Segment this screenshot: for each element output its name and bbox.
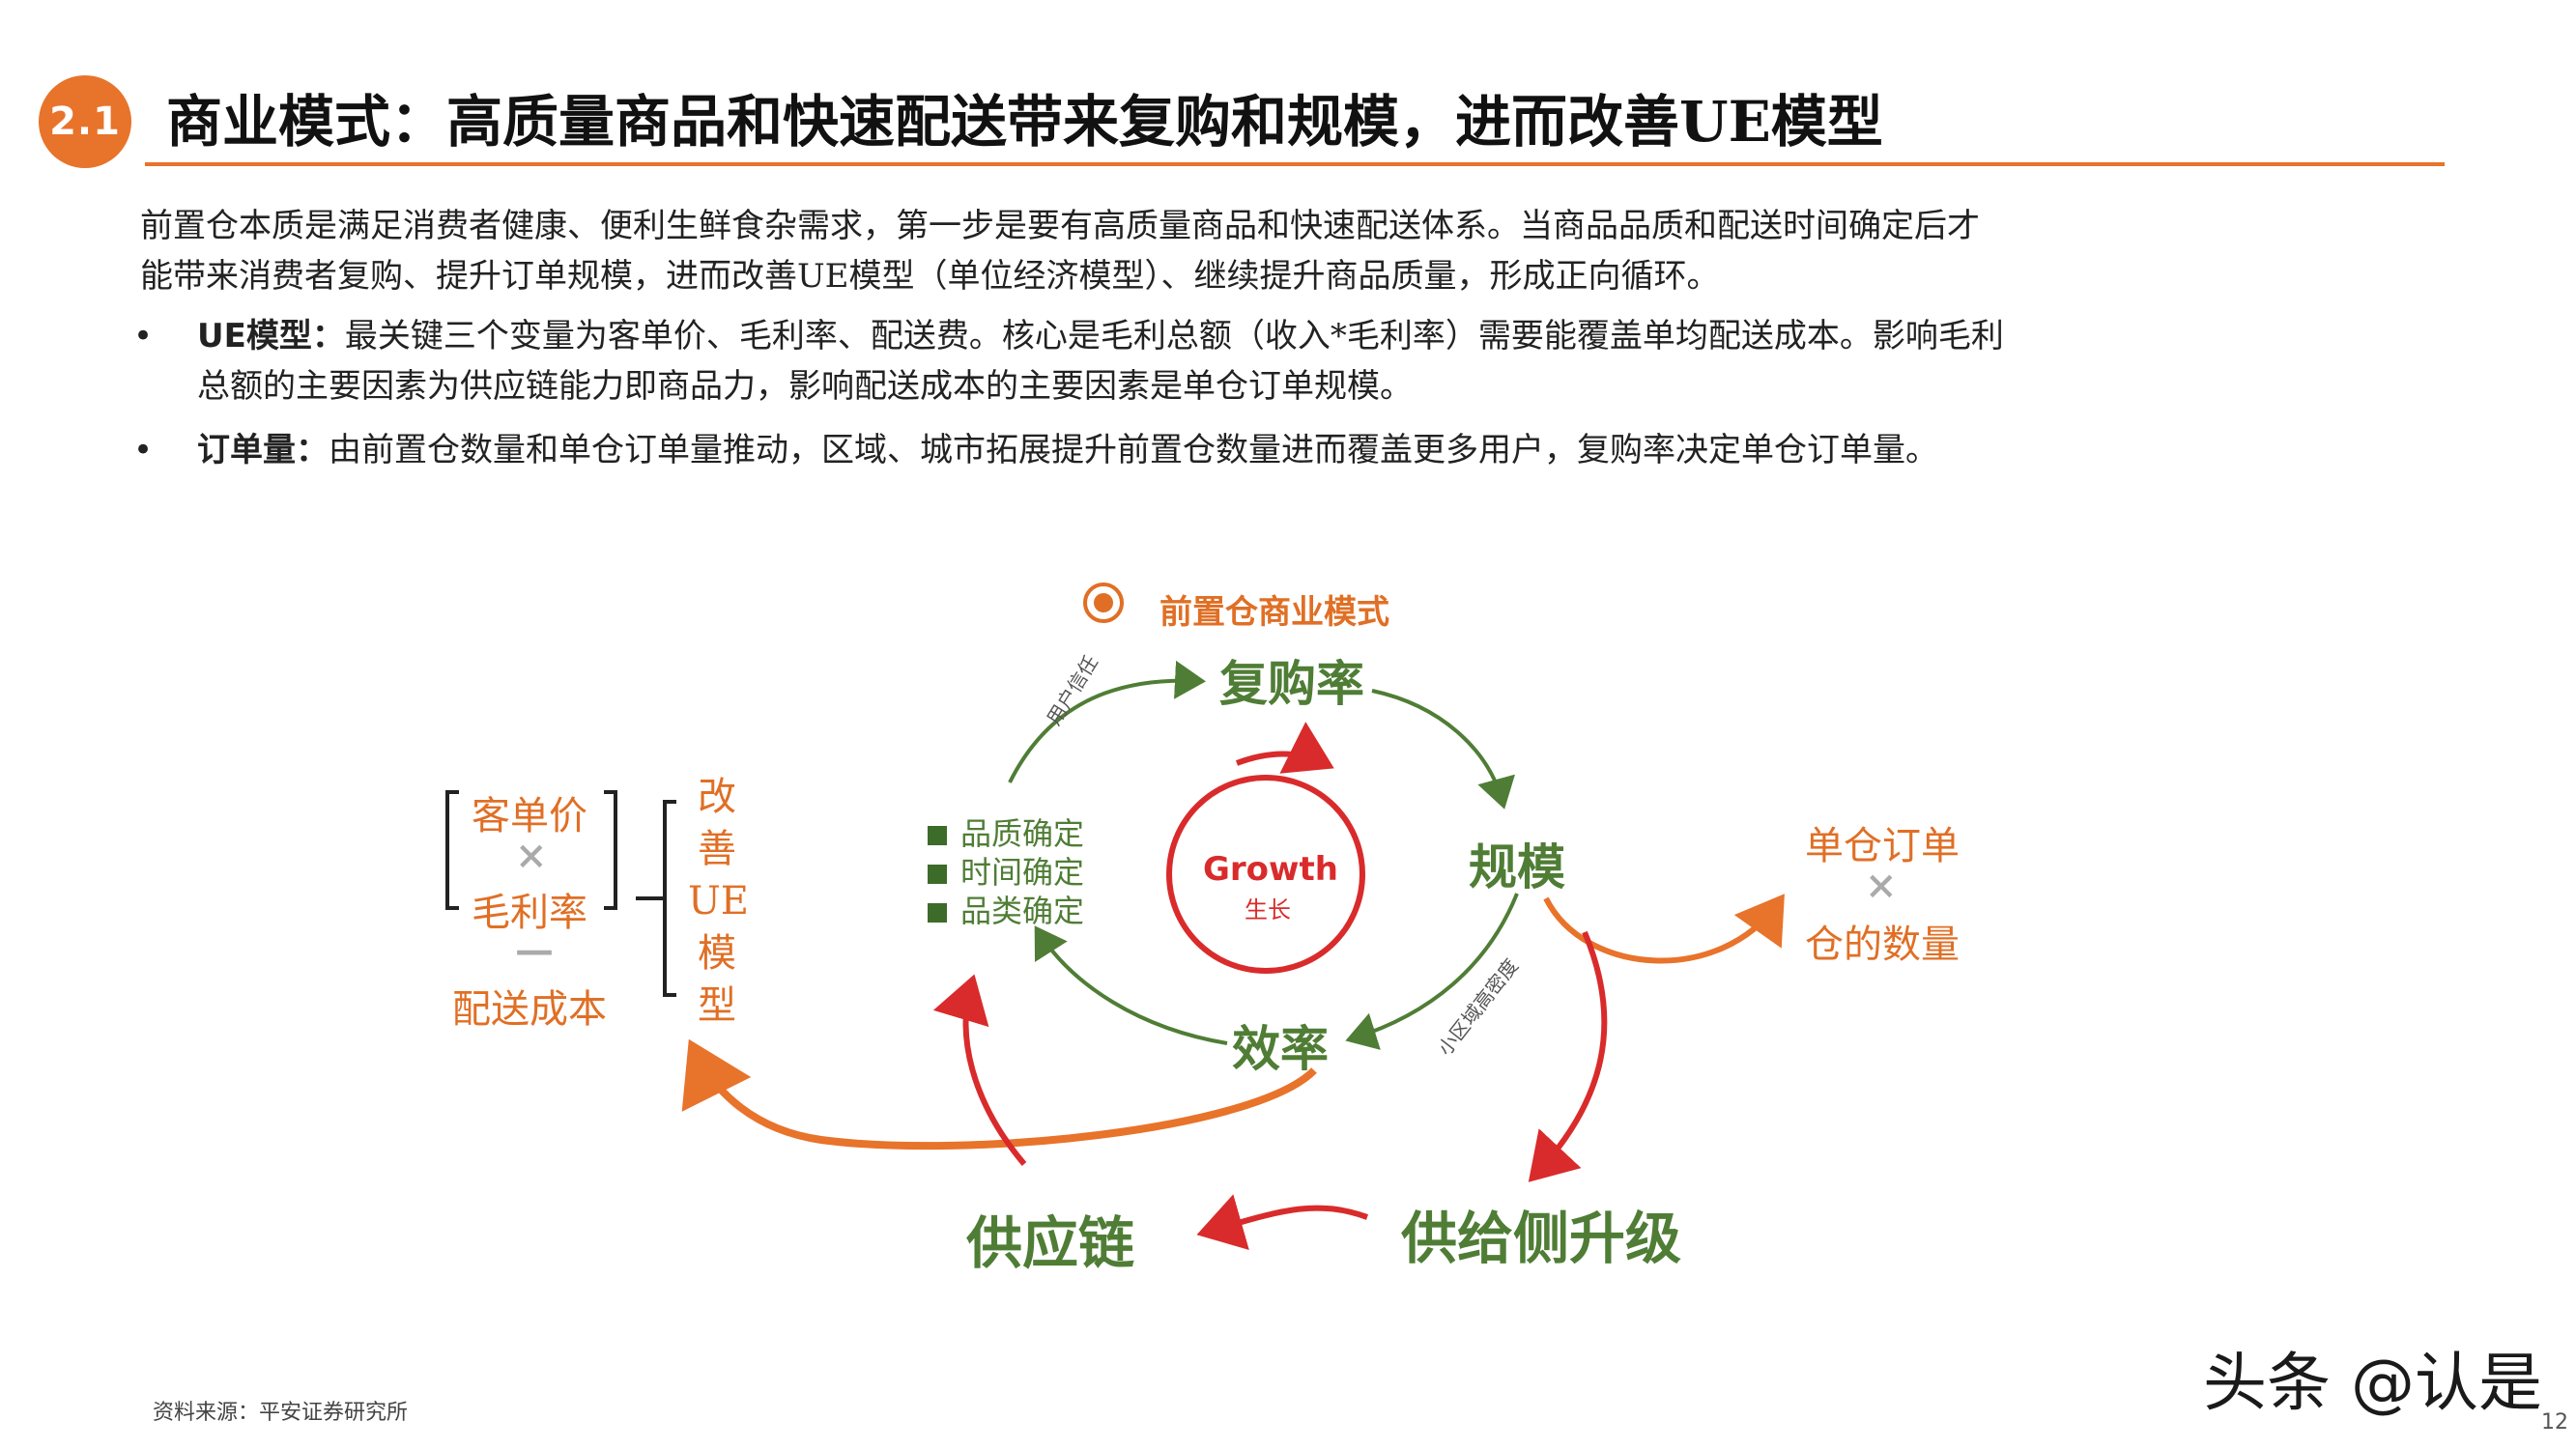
node-repurchase-rate: 复购率	[1219, 656, 1364, 712]
ue-delivery-cost: 配送成本	[452, 987, 607, 1032]
bullet-ue-model: • UE模型：最关键三个变量为客单价、毛利率、配送费。核心是毛利总额（收入*毛利…	[133, 311, 2443, 412]
ue-gross-margin: 毛利率	[472, 891, 587, 935]
bracket-right	[604, 790, 617, 910]
arrow-scale-to-orders	[1543, 894, 1785, 964]
arrow-supply-upgrade-to-supply-chain	[1196, 1194, 1369, 1250]
diagram-title: 前置仓商业模式	[1159, 593, 1389, 632]
growth-label-zh: 生长	[1245, 896, 1291, 923]
intro-line-2: 能带来消费者复购、提升订单规模，进而改善UE模型（单位经济模型）、继续提升商品质…	[140, 257, 1720, 296]
arrow-supply-chain-to-conditions	[932, 974, 1027, 1166]
condition-quality: 品质确定	[928, 810, 1084, 854]
bracket-left	[445, 790, 459, 910]
times-icon: ×	[1865, 863, 1898, 908]
condition-category: 品类确定	[928, 887, 1084, 931]
minus-icon: —	[515, 927, 554, 973]
arrow-scale-to-efficiency	[1345, 893, 1519, 1050]
arrow-scale-to-supply-upgrade	[1528, 930, 1608, 1182]
arrow-repurchase-to-scale	[1371, 689, 1515, 810]
brace-ue	[636, 800, 676, 997]
section-number-badge: 2.1	[39, 75, 131, 168]
page-title: 商业模式：高质量商品和快速配送带来复购和规模，进而改善UE模型	[166, 89, 1883, 155]
title-underline	[145, 162, 2445, 166]
source-note: 资料来源：平安证券研究所	[153, 1401, 409, 1425]
bullet-text: 最关键三个变量为客单价、毛利率、配送费。核心是毛利总额（收入*毛利率）需要能覆盖…	[344, 317, 2004, 355]
ue-avg-order-value: 客单价	[472, 794, 587, 838]
bullet-text-cont: 总额的主要因素为供应链能力即商品力，影响配送成本的主要因素是单仓订单规模。	[197, 367, 1413, 406]
square-bullet-icon	[928, 865, 947, 884]
node-scale: 规模	[1469, 839, 1565, 895]
growth-arrow	[1235, 722, 1334, 774]
page-number: 12	[2541, 1410, 2568, 1435]
square-bullet-icon	[928, 903, 947, 923]
growth-label: Growth	[1203, 850, 1338, 889]
node-efficiency: 效率	[1232, 1021, 1329, 1077]
improve-ue-model-vertical: 改 善 UE 模 型	[688, 775, 749, 1028]
bullet-marker: •	[133, 431, 154, 469]
condition-time: 时间确定	[928, 848, 1084, 893]
bullet-lead: 订单量：	[197, 431, 329, 469]
arrow-efficiency-to-ue	[681, 1038, 1317, 1151]
square-bullet-icon	[928, 826, 947, 845]
times-icon: ×	[515, 833, 548, 878]
orders-per-warehouse: 单仓订单	[1805, 824, 1960, 868]
warehouse-count: 仓的数量	[1805, 923, 1960, 967]
intro-paragraph: 前置仓本质是满足消费者健康、便利生鲜食杂需求，第一步是要有高质量商品和快速配送体…	[140, 201, 2440, 301]
arrow-conditions-to-repurchase	[1008, 660, 1206, 783]
node-supply-side-upgrade: 供给侧升级	[1401, 1206, 1682, 1271]
bullet-text: 由前置仓数量和单仓订单量推动，区域、城市拓展提升前置仓数量进而覆盖更多用户，复购…	[329, 431, 1938, 469]
target-icon	[1083, 582, 1124, 623]
intro-line-1: 前置仓本质是满足消费者健康、便利生鲜食杂需求，第一步是要有高质量商品和快速配送体…	[140, 207, 1980, 245]
arrow-efficiency-to-conditions	[1034, 925, 1228, 1045]
bullet-order-volume: • 订单量：由前置仓数量和单仓订单量推动，区域、城市拓展提升前置仓数量进而覆盖更…	[133, 425, 2443, 475]
bullet-lead: UE模型：	[197, 317, 345, 355]
node-supply-chain: 供应链	[966, 1210, 1135, 1276]
bullet-marker: •	[133, 317, 154, 355]
growth-circle	[1166, 775, 1365, 974]
watermark: 头条 @认是	[2203, 1346, 2542, 1420]
